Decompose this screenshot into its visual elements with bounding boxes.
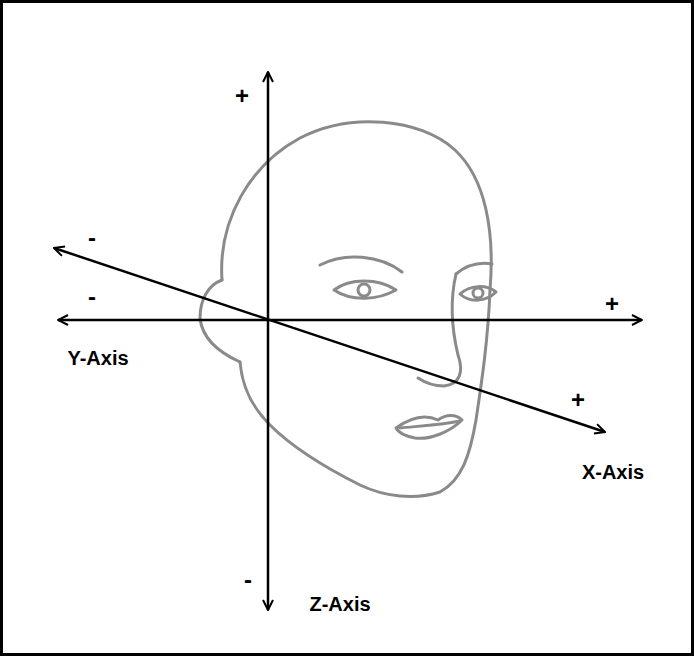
- left-eye: [334, 281, 396, 298]
- axis-name: X-Axis: [582, 462, 644, 482]
- axis-sign: +: [235, 84, 249, 108]
- nose: [418, 274, 461, 386]
- axis-name: Z-Axis: [309, 594, 370, 614]
- axis-name: Y-Axis: [67, 348, 128, 368]
- left-eyebrow: [320, 257, 402, 272]
- axis-sign: -: [88, 285, 96, 309]
- axis-sign: -: [88, 226, 96, 250]
- lips: [396, 416, 462, 439]
- head-outline: [222, 122, 492, 497]
- axes: [54, 72, 642, 610]
- axis-sign: -: [244, 568, 252, 592]
- y-axis-line: [58, 319, 642, 322]
- right-pupil: [473, 288, 483, 298]
- right-eyebrow: [456, 263, 492, 274]
- axis-sign: +: [605, 292, 619, 316]
- z-axis-line: [267, 72, 270, 610]
- right-eye: [460, 287, 496, 301]
- lip-line: [400, 421, 460, 428]
- axis-sign: +: [571, 388, 585, 412]
- left-pupil: [358, 284, 370, 296]
- x-axis-line: [54, 248, 605, 432]
- face-drawing: [200, 122, 496, 497]
